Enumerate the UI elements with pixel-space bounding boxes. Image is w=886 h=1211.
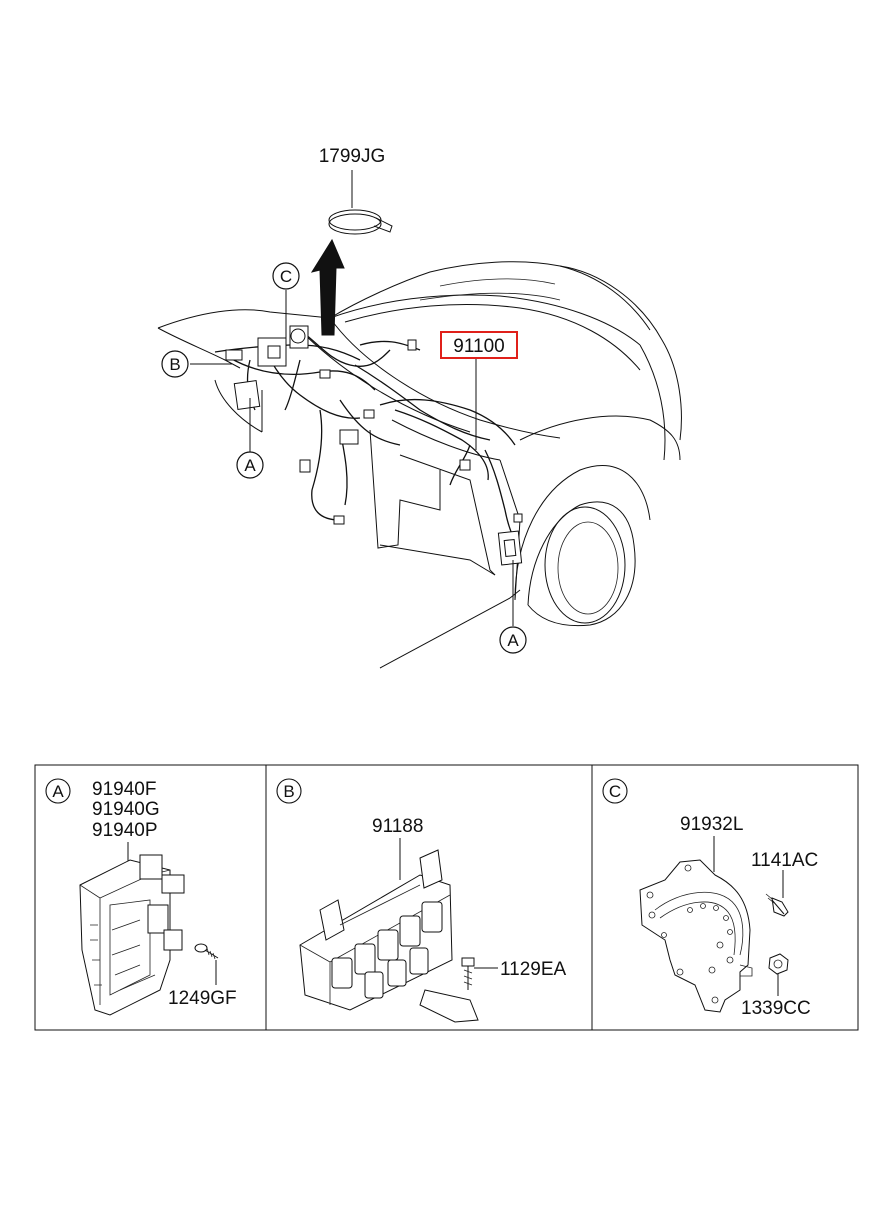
nut-1339CC — [768, 953, 789, 996]
bolt-1129EA — [461, 957, 498, 990]
ref-c-label: C — [280, 267, 292, 286]
front-wheel — [514, 465, 651, 627]
part-label-91188[interactable]: 91188 — [372, 816, 423, 837]
ref-b-label: B — [169, 355, 180, 374]
part-label-91940G[interactable]: 91940G — [92, 799, 160, 820]
ref-circle-c: C — [272, 262, 300, 290]
part-label-91940P[interactable]: 91940P — [92, 820, 158, 841]
panel-a-ref: A — [52, 782, 64, 801]
part-label-1141AC[interactable]: 1141AC — [751, 850, 818, 871]
detail-panels-frame — [34, 764, 859, 1031]
part-label-1129EA[interactable]: 1129EA — [500, 959, 567, 980]
part-label-91100[interactable]: 91100 — [453, 336, 504, 357]
ref-a-left-label: A — [244, 456, 256, 475]
part-label-1249GF[interactable]: 1249GF — [168, 988, 237, 1009]
panel-b: B 91188 1129EA — [276, 778, 567, 1023]
part-label-91940F[interactable]: 91940F — [92, 779, 156, 800]
screw-1249GF — [194, 943, 219, 985]
part-label-91100-highlight[interactable]: 91100 — [440, 331, 518, 359]
bracket-91932L — [639, 859, 753, 1013]
panel-c-ref: C — [609, 782, 621, 801]
relay-box-91188 — [299, 849, 479, 1023]
panel-a: A 91940F 91940G 91940P 1249GF — [45, 778, 237, 1016]
direction-arrow — [310, 238, 345, 336]
clamp-1799JG — [328, 170, 393, 235]
ref-a-right-label: A — [507, 631, 519, 650]
ref-circle-a-left: A — [236, 451, 264, 479]
junction-box-91940 — [79, 854, 185, 1016]
harness-connectors — [225, 325, 523, 566]
panel-b-ref: B — [283, 782, 294, 801]
part-label-1339CC[interactable]: 1339CC — [741, 998, 811, 1019]
bolt-1141AC — [765, 870, 789, 917]
ref-circle-a-right: A — [499, 626, 527, 654]
panel-c: C 91932L 1141 — [602, 778, 818, 1019]
ref-circle-b: B — [161, 350, 189, 378]
part-label-1799JG[interactable]: 1799JG — [319, 146, 386, 167]
leader-lines — [190, 290, 514, 626]
part-label-91932L[interactable]: 91932L — [680, 814, 743, 835]
